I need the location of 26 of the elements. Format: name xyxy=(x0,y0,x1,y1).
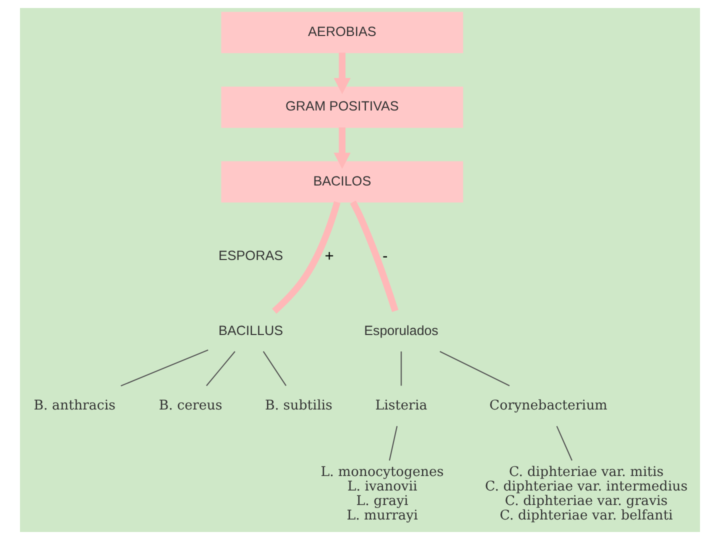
connector xyxy=(272,201,340,314)
node-text: C. diphteriae var. mitis C. diphteriae var. intermedius C. diphteriae var. gravis C. diphteriae var. belfanti xyxy=(485,464,688,524)
connector xyxy=(120,349,208,386)
connector xyxy=(400,351,402,386)
node-box: GRAM POSITIVAS xyxy=(221,86,464,128)
node-text: B. anthracis xyxy=(34,398,116,414)
node-text: BACILLUS xyxy=(218,322,284,338)
label: ESPORAS xyxy=(218,248,284,264)
connector xyxy=(350,200,398,312)
connector xyxy=(206,351,236,386)
node-text: B. cereus xyxy=(158,398,222,414)
edge-label: - xyxy=(382,248,388,265)
node-text: B. subtilis xyxy=(265,398,332,414)
connector xyxy=(556,426,572,461)
node-text: Corynebacterium xyxy=(489,398,608,414)
arrow xyxy=(334,127,351,169)
node-text: Listeria xyxy=(375,398,428,414)
node-box: AEROBIAS xyxy=(221,12,464,54)
connector xyxy=(388,426,398,461)
connector xyxy=(262,351,286,386)
edge-label: + xyxy=(324,248,334,265)
connector xyxy=(440,350,510,386)
node-text: Esporulados xyxy=(364,322,438,338)
node-box: BACILOS xyxy=(221,161,464,203)
arrow xyxy=(334,52,351,94)
node-text: L. monocytogenes L. ivanovii L. grayi L. murrayi xyxy=(320,464,444,524)
